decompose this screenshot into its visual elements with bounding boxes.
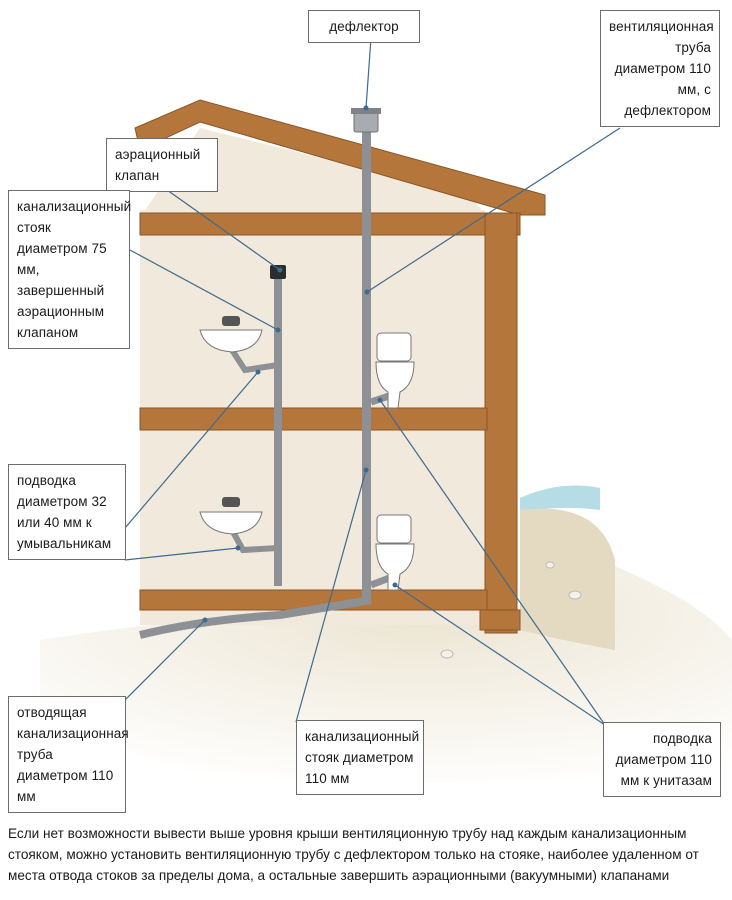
sink-lower bbox=[199, 511, 263, 535]
aeration-valve bbox=[270, 265, 286, 279]
label-deflector: дефлектор bbox=[308, 10, 420, 43]
label-aeration-valve: аэрационный клапан bbox=[106, 138, 218, 192]
attic-wall bbox=[140, 128, 485, 218]
toilet-upper bbox=[375, 332, 415, 409]
label-outlet-pipe: отводящая канализационная труба диаметро… bbox=[8, 696, 129, 813]
sink-supply-lower bbox=[229, 528, 279, 554]
toilet-lower bbox=[375, 514, 415, 591]
ground-edge-right bbox=[520, 508, 615, 650]
deflector-cap bbox=[351, 108, 381, 114]
label-riser-75: канализационный стояк диаметром 75 мм, з… bbox=[8, 190, 131, 349]
faucet-lower bbox=[222, 497, 240, 507]
label-vent-pipe: вентиляционная труба диаметром 110 мм, с… bbox=[600, 10, 720, 127]
stone bbox=[545, 561, 555, 569]
ground-water bbox=[520, 485, 600, 512]
leader-lines bbox=[124, 23, 621, 726]
sink-upper bbox=[199, 329, 263, 353]
stone bbox=[568, 590, 582, 600]
stone bbox=[440, 649, 454, 659]
label-riser-110: канализационный стояк диаметром 110 мм bbox=[296, 720, 424, 795]
foundation bbox=[479, 609, 521, 631]
deflector bbox=[353, 111, 379, 133]
riser-75 bbox=[274, 276, 282, 586]
diagram-caption: Если нет возможности вывести выше уровня… bbox=[8, 826, 699, 883]
right-wall bbox=[484, 212, 518, 634]
floor-beam-middle bbox=[139, 407, 488, 431]
label-toilet-supply: подводка диаметром 110 мм к унитазам bbox=[603, 722, 721, 797]
attic-floor-beam bbox=[139, 212, 521, 236]
leader-dots bbox=[202, 105, 398, 623]
label-sink-supply: подводка диаметром 32 или 40 мм к умывал… bbox=[8, 464, 126, 560]
vent-pipe-110 bbox=[362, 130, 371, 600]
sink-supply-upper bbox=[229, 348, 279, 374]
outlet-pipe bbox=[139, 596, 372, 639]
faucet-upper bbox=[222, 316, 240, 326]
